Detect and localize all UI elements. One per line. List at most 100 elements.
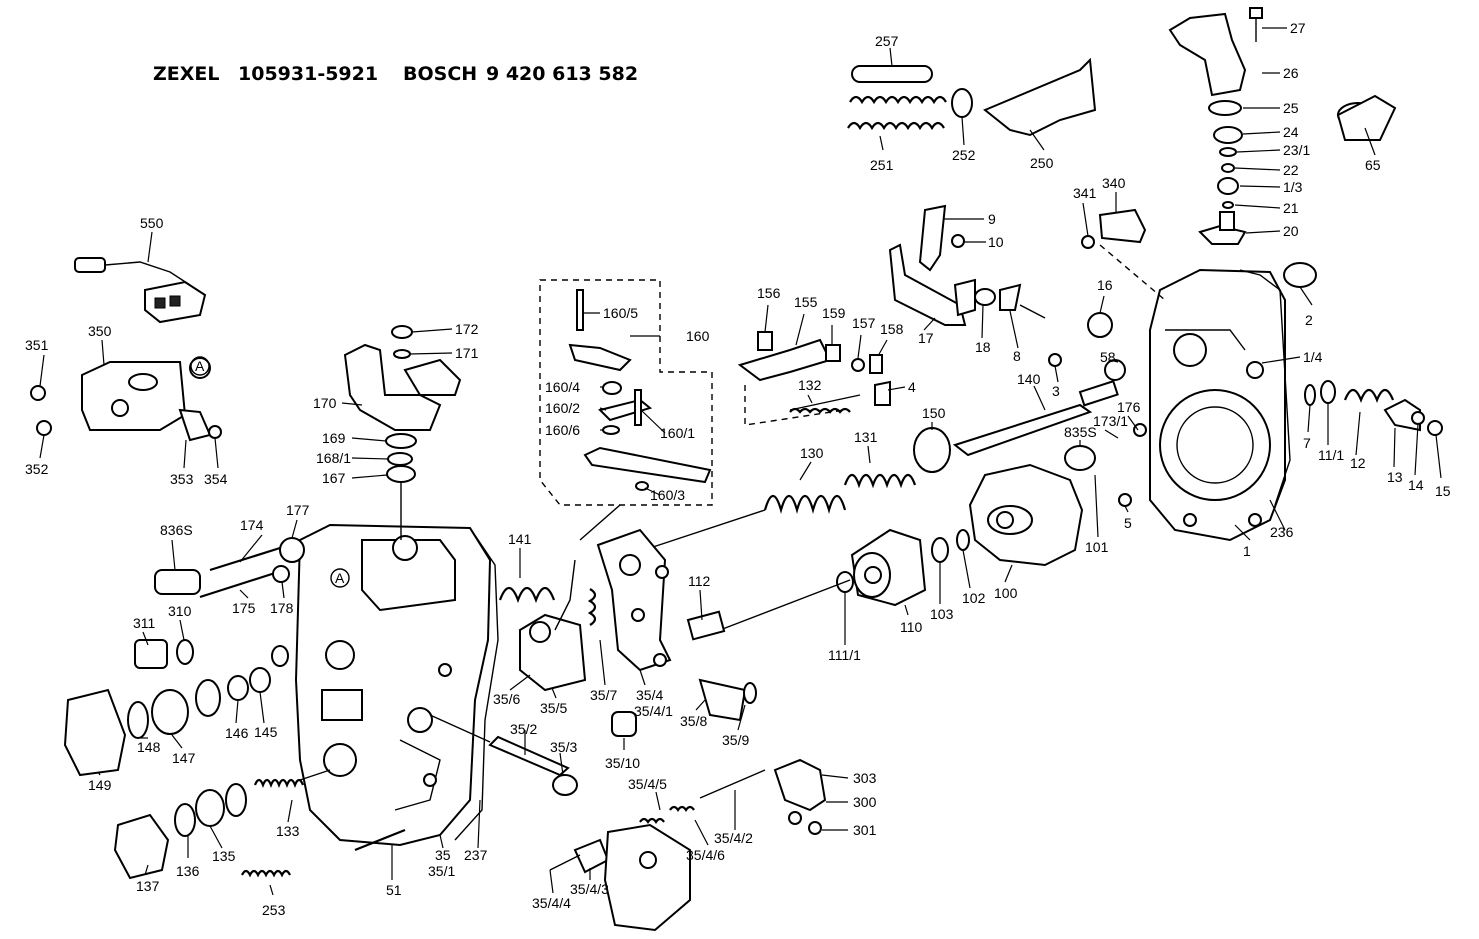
- shaft-assembly: [649, 379, 1119, 549]
- callout-21: 21: [1283, 200, 1299, 216]
- callout-35-5: 35/5: [540, 700, 567, 716]
- callout-159: 159: [822, 305, 846, 321]
- callout-171: 171: [455, 345, 479, 361]
- callout-137: 137: [136, 878, 160, 894]
- callout-132: 132: [798, 377, 822, 393]
- callout-175: 175: [232, 600, 256, 616]
- callout-35-3: 35/3: [550, 739, 577, 755]
- pump-housing: [294, 523, 499, 847]
- callout-252: 252: [952, 147, 976, 163]
- callout-340: 340: [1102, 175, 1126, 191]
- lever-300-group: [549, 758, 827, 932]
- callout-35-4-4: 35/4/4: [532, 895, 571, 911]
- callout-169: 169: [322, 430, 346, 446]
- callout-35-8: 35/8: [680, 713, 707, 729]
- callout-9: 9: [988, 211, 996, 227]
- callout-35-9: 35/9: [722, 732, 749, 748]
- callout-353: 353: [170, 471, 194, 487]
- callout-147: 147: [172, 750, 196, 766]
- callout-173-1: 173/1: [1093, 413, 1128, 429]
- callout-170: 170: [313, 395, 337, 411]
- callout-250: 250: [1030, 155, 1054, 171]
- callout-35: 35: [435, 847, 451, 863]
- callout-300: 300: [853, 794, 877, 810]
- governor-lever-group: [519, 528, 757, 737]
- callout-341: 341: [1073, 185, 1097, 201]
- callout-12: 12: [1350, 455, 1366, 471]
- callout-160-4: 160/4: [545, 379, 580, 395]
- cylinder-group: [719, 528, 970, 631]
- bolts-174-175: [154, 537, 305, 599]
- callout-58: 58: [1100, 349, 1116, 365]
- callout-310: 310: [168, 603, 192, 619]
- callout-351: 351: [25, 337, 49, 353]
- callout-110: 110: [900, 619, 923, 635]
- callout-20: 20: [1283, 223, 1299, 239]
- callout-35-7: 35/7: [590, 687, 617, 703]
- callout-18: 18: [975, 339, 991, 355]
- callout-35-2: 35/2: [510, 721, 537, 737]
- governor-cover-stack: [1168, 7, 1397, 245]
- callout-172: 172: [455, 321, 479, 337]
- brand-zexel: ZEXEL: [153, 63, 220, 85]
- callout-149: 149: [88, 777, 112, 793]
- callout-140: 140: [1017, 371, 1041, 387]
- callout-174: 174: [240, 517, 264, 533]
- callout-1-3: 1/3: [1283, 179, 1303, 195]
- callout-354: 354: [204, 471, 228, 487]
- caps-and-washers: [63, 639, 289, 880]
- callout-301: 301: [853, 822, 877, 838]
- callout-156: 156: [757, 285, 781, 301]
- callout-7: 7: [1303, 435, 1311, 451]
- callout-35-4-3: 35/4/3: [570, 881, 609, 897]
- callout-168-1: 168/1: [316, 450, 351, 466]
- callout-160-5: 160/5: [603, 305, 638, 321]
- callout-148: 148: [137, 739, 161, 755]
- governor-housing: [1149, 268, 1291, 542]
- callout-160-3: 160/3: [650, 487, 685, 503]
- bracket-350: [30, 357, 222, 442]
- part-number-zexel: 105931-5921: [238, 63, 378, 85]
- callout-35-1: 35/1: [428, 863, 455, 879]
- callout-35-4-6: 35/4/6: [686, 847, 725, 863]
- callout-11-1-right: 11/1: [1318, 447, 1344, 463]
- callout-311: 311: [133, 615, 156, 631]
- callout-16: 16: [1097, 277, 1113, 293]
- callout-160-6: 160/6: [545, 422, 580, 438]
- bracket-17-group: [888, 204, 1046, 326]
- callout-4: 4: [908, 379, 916, 395]
- reference-marker-a-group: A A: [190, 356, 350, 588]
- callout-1-4: 1/4: [1303, 349, 1323, 365]
- callout-22: 22: [1283, 162, 1299, 178]
- callout-178: 178: [270, 600, 294, 616]
- callout-133: 133: [276, 823, 300, 839]
- callout-146: 146: [225, 725, 249, 741]
- callout-2: 2: [1305, 312, 1313, 328]
- callout-14: 14: [1408, 477, 1424, 493]
- callout-236: 236: [1270, 524, 1294, 540]
- callout-27: 27: [1290, 20, 1306, 36]
- callout-157: 157: [852, 315, 876, 331]
- leader-lines: [39, 27, 1442, 896]
- callout-141: 141: [508, 531, 532, 547]
- callout-8: 8: [1013, 348, 1021, 364]
- callout-131: 131: [854, 429, 878, 445]
- lever-spring-group: [847, 57, 1097, 137]
- callout-65: 65: [1365, 157, 1381, 173]
- callout-26: 26: [1283, 65, 1299, 81]
- callout-51: 51: [386, 882, 402, 898]
- callout-303: 303: [853, 770, 877, 786]
- callout-130: 130: [800, 445, 824, 461]
- reference-marker-a-2: [330, 568, 350, 588]
- callout-253: 253: [262, 902, 286, 918]
- callout-352: 352: [25, 461, 49, 477]
- callout-350: 350: [88, 323, 112, 339]
- callout-1: 1: [1243, 543, 1251, 559]
- callout-15: 15: [1435, 483, 1451, 499]
- callout-150: 150: [922, 405, 946, 421]
- reference-marker-a-label-1: A: [195, 358, 205, 374]
- callout-145: 145: [254, 724, 278, 740]
- callout-550: 550: [140, 215, 164, 231]
- callout-100: 100: [994, 585, 1018, 601]
